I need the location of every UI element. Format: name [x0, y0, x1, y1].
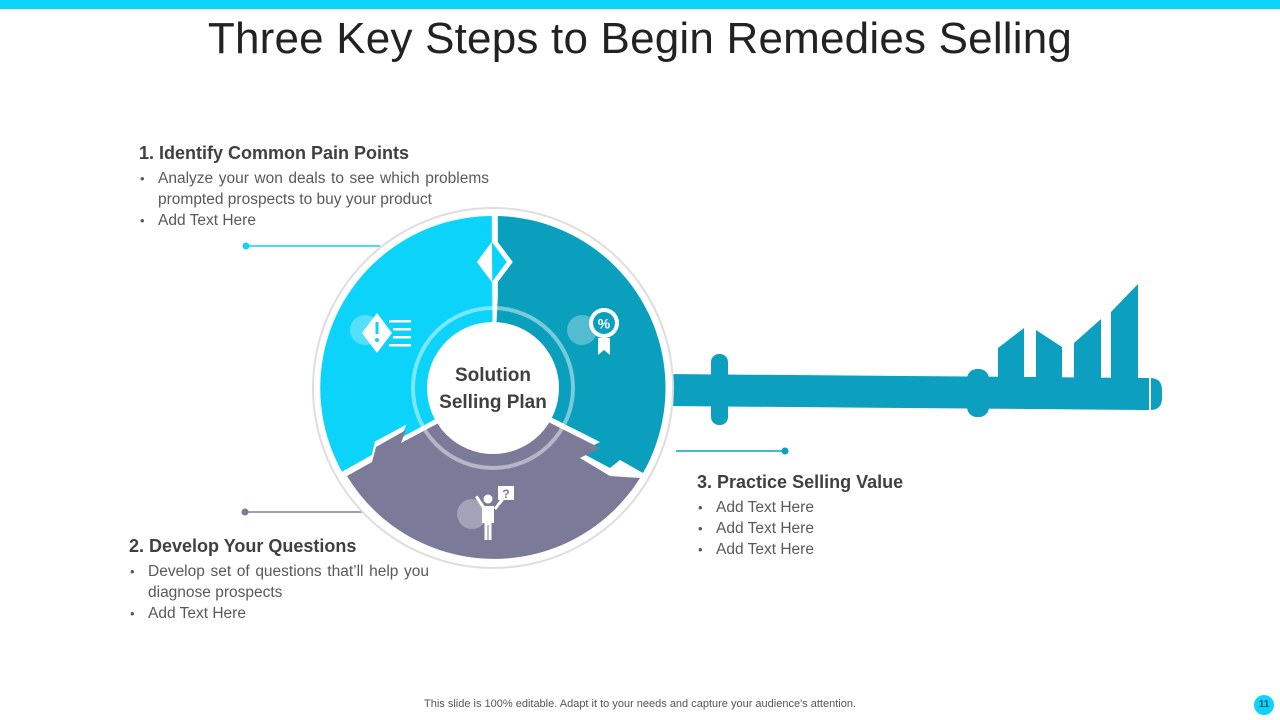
person-question-icon: ?: [457, 486, 514, 540]
step-1-title: 1. Identify Common Pain Points: [139, 143, 410, 163]
bullet: Develop set of questions that’ll help yo…: [129, 561, 429, 603]
svg-text:%: %: [598, 316, 611, 332]
connector-step-2: [241, 508, 365, 516]
connector-step-3: [676, 447, 789, 455]
step-1-text: 1. Identify Common Pain Points Analyze y…: [139, 143, 489, 231]
connector-step-1: [242, 242, 380, 250]
center-label-line-1: Solution: [455, 365, 531, 386]
inner-ring: [411, 306, 575, 470]
bullet: Add Text Here: [129, 603, 429, 624]
warning-list-icon: [350, 313, 411, 353]
step-3-title: 3. Practice Selling Value: [697, 472, 904, 492]
key-shaft: [664, 354, 1162, 425]
center-label-line-2: Selling Plan: [439, 392, 547, 413]
step-2-text: 2. Develop Your Questions Develop set of…: [129, 536, 429, 624]
footer-note: This slide is 100% editable. Adapt it to…: [424, 698, 856, 710]
puzzle-segment-2: [347, 394, 640, 559]
step-2-title: 2. Develop Your Questions: [129, 536, 357, 556]
top-accent-bar: [0, 0, 1280, 9]
percent-badge-icon: %: [567, 308, 619, 355]
puzzle-segment-1: [491, 216, 507, 388]
center-circle: [427, 322, 559, 454]
step-3-text: 3. Practice Selling Value Add Text Here …: [697, 472, 957, 560]
bullet: Add Text Here: [697, 497, 957, 518]
bullet: Analyze your won deals to see which prob…: [139, 168, 489, 210]
step-1-bullets: Analyze your won deals to see which prob…: [139, 168, 489, 231]
center-label: Solution Selling Plan: [433, 362, 553, 416]
bullet: Add Text Here: [697, 518, 957, 539]
step-2-bullets: Develop set of questions that’ll help yo…: [129, 561, 429, 624]
page-number-badge: 11: [1254, 695, 1274, 715]
slide-title: Three Key Steps to Begin Remedies Sellin…: [207, 14, 1073, 63]
step-3-bullets: Add Text Here Add Text Here Add Text Her…: [697, 497, 957, 560]
bullet: Add Text Here: [139, 210, 489, 231]
key-bit: [998, 284, 1138, 380]
bullet: Add Text Here: [697, 539, 957, 560]
svg-text:?: ?: [502, 487, 509, 501]
